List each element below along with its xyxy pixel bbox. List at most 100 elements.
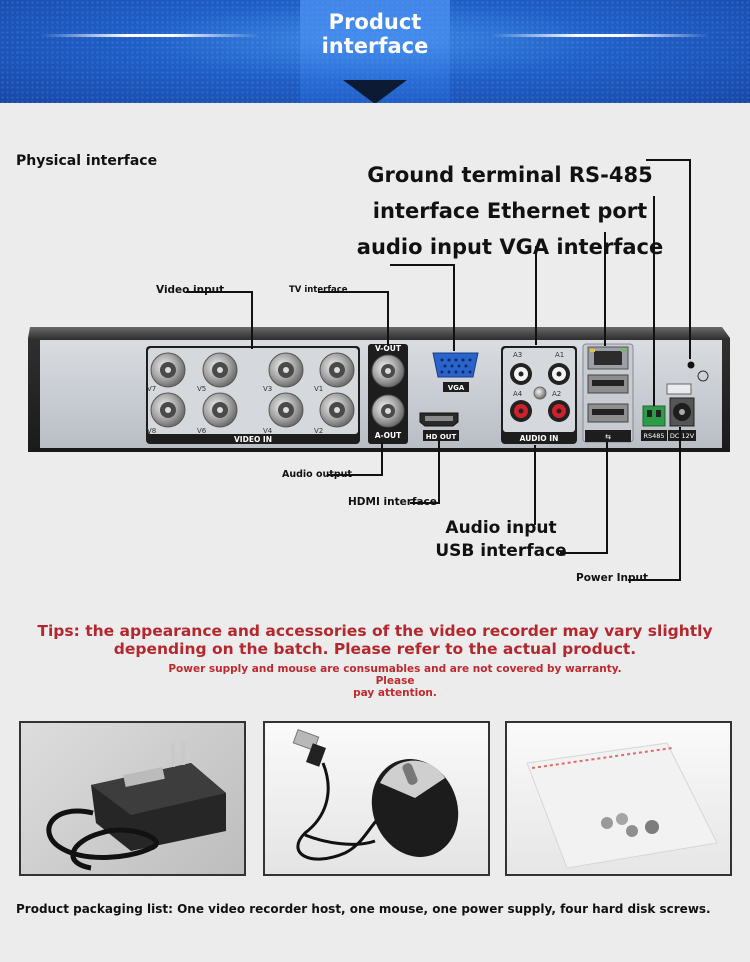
- leader-ground-v: [689, 159, 691, 359]
- tips-line1: Tips: the appearance and accessories of …: [37, 622, 713, 640]
- banner-title-line2: interface: [321, 34, 429, 58]
- screws-bag-icon: [526, 742, 718, 869]
- headline-line2: interface Ethernet port: [372, 199, 648, 223]
- leader-power-v: [679, 427, 681, 580]
- leader-aout-v: [381, 443, 383, 475]
- banner-right-stripe: [490, 34, 710, 37]
- usb-symbol-icon: ⇆: [605, 433, 611, 441]
- note-line2: pay attention.: [353, 687, 437, 699]
- packaging-list: Product packaging list: One video record…: [16, 902, 711, 916]
- rca-a3: [510, 363, 532, 385]
- leader-hdmi-h: [410, 502, 440, 504]
- leader-ethernet-v: [604, 232, 606, 346]
- leader-tv-v: [387, 291, 389, 346]
- bnc-aout: [371, 394, 405, 428]
- label-v4: V4: [263, 427, 273, 435]
- video-in-panel: VIDEO IN: [146, 346, 360, 444]
- usb-port-1: [587, 374, 629, 394]
- rca-a4: [510, 400, 532, 422]
- bnc-v4: [268, 392, 304, 428]
- leader-usb-v: [606, 442, 608, 554]
- leader-hdmi-v: [438, 440, 440, 503]
- label-v1: V1: [314, 385, 323, 393]
- label-audio-input: Audio input: [445, 518, 557, 538]
- tips-line2: depending on the batch. Please refer to …: [113, 640, 637, 658]
- leader-ground-h: [646, 159, 690, 161]
- bnc-vout: [371, 354, 405, 388]
- mouse-icon: [292, 729, 459, 861]
- label-video-input: Video input: [156, 284, 225, 296]
- vout-aout-panel: V-OUT A-OUT: [368, 344, 408, 444]
- label-audio-usb: Audio input USB interface: [430, 517, 572, 563]
- bnc-v7: [150, 352, 186, 388]
- label-a1: A1: [555, 351, 564, 359]
- rs485-label: RS485: [643, 432, 664, 440]
- label-power-input: Power Input: [576, 572, 648, 584]
- leader-aout-h: [328, 474, 383, 476]
- warranty-note: Power supply and mouse are consumables a…: [165, 663, 625, 699]
- hdout-label: HD OUT: [426, 433, 457, 441]
- label-v8: V8: [147, 427, 156, 435]
- leader-tv-h: [318, 291, 388, 293]
- label-tv-interface: TV interface: [289, 285, 348, 295]
- aout-label: A-OUT: [375, 431, 402, 440]
- label-a2: A2: [552, 390, 561, 398]
- headline-line3: audio input VGA interface: [356, 235, 664, 259]
- bnc-v2: [319, 392, 355, 428]
- leader-power-h: [628, 579, 681, 581]
- headline-line1: Ground terminal RS-485: [367, 163, 653, 187]
- video-in-label: VIDEO IN: [234, 435, 272, 444]
- label-audio-output: Audio output: [282, 469, 352, 480]
- banner-left-stripe: [40, 34, 260, 37]
- leader-usb-h: [560, 552, 608, 554]
- leader-vga-v: [453, 264, 455, 351]
- vout-label: V-OUT: [375, 344, 402, 353]
- audio-in-label: AUDIO IN: [520, 434, 559, 443]
- bnc-v1: [319, 352, 355, 388]
- banner-title: Product interface: [0, 10, 750, 58]
- banner-arrow: [343, 80, 407, 103]
- label-a4: A4: [513, 390, 523, 398]
- video-port-labels: V7 V5 V3 V1 V8 V6 V4 V2: [147, 385, 323, 435]
- screws-photo: [505, 721, 732, 876]
- rca-a2: [548, 400, 570, 422]
- vga-label: VGA: [448, 384, 465, 392]
- dc12v-label: DC 12V: [670, 432, 695, 440]
- bnc-v8: [150, 392, 186, 428]
- leader-audio-top-v: [535, 246, 537, 345]
- leader-audio-bottom-v: [534, 445, 536, 525]
- label-v7: V7: [147, 385, 156, 393]
- label-usb-interface: USB interface: [435, 541, 567, 561]
- audio-in-panel: AUDIO IN A3 A1 A4 A2: [501, 346, 577, 444]
- section-title: Physical interface: [16, 153, 158, 169]
- mouse-photo: [263, 721, 490, 876]
- label-v3: V3: [263, 385, 272, 393]
- bnc-v3: [268, 352, 304, 388]
- audio-screw: [533, 386, 547, 400]
- usb-port-2: [587, 403, 629, 423]
- ethernet-port: [587, 346, 629, 370]
- power-adapter-photo: [19, 721, 246, 876]
- ethernet-usb-block: ⇆: [582, 343, 634, 443]
- banner-title-line1: Product: [328, 10, 422, 34]
- headline-callout: Ground terminal RS-485 interface Etherne…: [330, 157, 690, 265]
- vga-port: VGA: [432, 352, 479, 392]
- label-hdmi-interface: HDMI interface: [348, 496, 437, 508]
- leader-video-input-h: [186, 291, 252, 293]
- dc-power-jack: DC 12V: [668, 397, 696, 441]
- video-input-ports: [150, 352, 355, 428]
- note-line1: Power supply and mouse are consumables a…: [168, 663, 622, 687]
- label-a3: A3: [513, 351, 522, 359]
- rs485-port: RS485: [641, 405, 667, 441]
- hdmi-port: HD OUT: [419, 412, 459, 441]
- label-v2: V2: [314, 427, 323, 435]
- rca-a1: [548, 363, 570, 385]
- leader-rs485-v: [653, 196, 655, 406]
- leader-vga-h: [390, 264, 454, 266]
- label-v5: V5: [197, 385, 206, 393]
- bnc-v6: [202, 392, 238, 428]
- header-banner: Product interface: [0, 0, 750, 103]
- power-adapter-icon: [46, 741, 226, 871]
- bnc-v5: [202, 352, 238, 388]
